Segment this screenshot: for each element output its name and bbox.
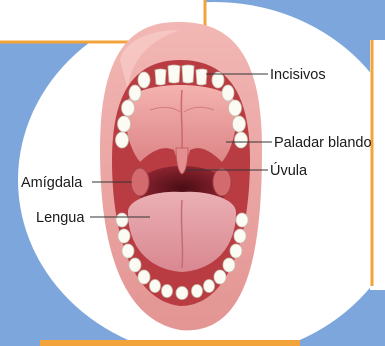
label-lengua: Lengua (36, 210, 85, 226)
label-incisivos: Incisivos (270, 67, 326, 83)
bottom-strip (40, 340, 300, 346)
label-uvula: Úvula (270, 162, 308, 179)
palate-raphe (181, 90, 182, 150)
label-amigdala: Amígdala (21, 175, 83, 191)
label-paladar-blando: Paladar blando (274, 135, 372, 151)
tonsil-right (213, 168, 231, 196)
tonsil-left (131, 168, 149, 196)
